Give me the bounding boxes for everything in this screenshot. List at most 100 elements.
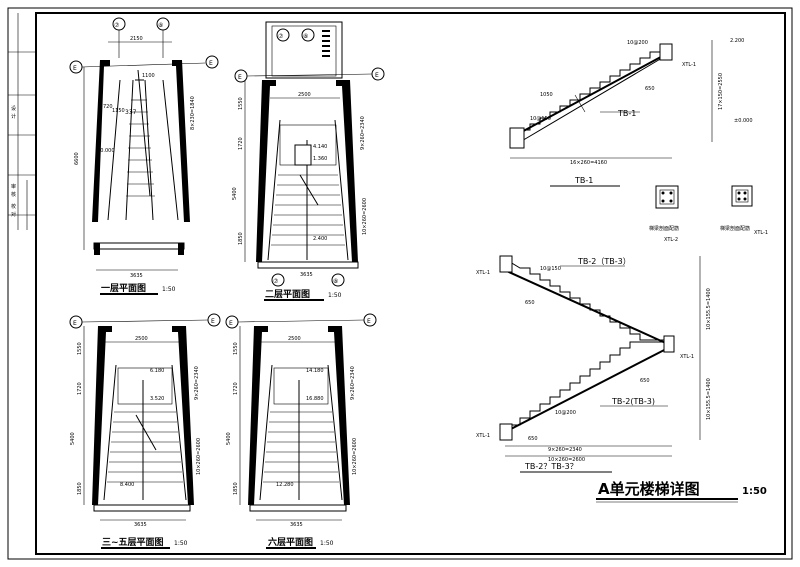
dim-d2: 1720 xyxy=(77,382,83,395)
title-block-row: 核 xyxy=(11,191,16,198)
dim-side: 17×150=2550 xyxy=(718,73,724,110)
dim-left-height: 6600 xyxy=(74,152,80,165)
title-block-row: 校 xyxy=(11,203,16,210)
rebar-label: 10@150 xyxy=(540,266,561,272)
outer-frame xyxy=(7,7,793,560)
sheet-title-scale: 1:50 xyxy=(742,486,767,497)
level-mark: 14.180 xyxy=(306,368,324,374)
level-mark: 16.880 xyxy=(306,396,324,402)
plan-caption: 一层平面图 xyxy=(101,283,146,294)
level-mark: 3.520 xyxy=(150,396,164,402)
dim-d2: 1720 xyxy=(238,137,244,150)
bottom-beam xyxy=(93,242,185,250)
section-note: 梯梁剖面配筋 xyxy=(649,225,679,232)
dim-w1: 1050 xyxy=(540,92,553,98)
axis-label-8: ⑧ xyxy=(333,278,338,285)
stair-dim: 337 xyxy=(125,109,137,116)
dim-d1: 1150 xyxy=(112,108,125,114)
dim-top: 2500 xyxy=(298,92,311,98)
plan-caption: 六层平面图 xyxy=(268,536,313,548)
section-label: XTL-2 xyxy=(664,237,678,243)
axis-label-8: ⑧ xyxy=(303,33,308,40)
rebar-label: 10@200 xyxy=(555,410,576,416)
tb2-label: TB-2（TB-3） xyxy=(577,257,631,266)
dim-bottom: 3635 xyxy=(134,522,147,528)
dim-right-note: 8×230=1840 xyxy=(190,96,196,130)
dim-right-note: 10×260=2600 xyxy=(352,438,358,475)
plan-scale: 1:50 xyxy=(320,540,334,547)
dim-w1: 650 xyxy=(525,300,535,306)
axis-label-E: E xyxy=(367,318,371,325)
inner-frame xyxy=(35,12,786,555)
stair-treads xyxy=(271,174,345,246)
dim-d1: 1550 xyxy=(238,97,244,110)
dim-bottom: 3635 xyxy=(290,522,303,528)
plan-scale: 1:50 xyxy=(162,286,176,293)
dim-d1: 1550 xyxy=(233,342,239,355)
dim-left-height: 5400 xyxy=(226,432,232,445)
plan-first-floor: ⑦ ⑧ E E 2150 337 ±0.000 1100 1150 xyxy=(69,17,219,295)
axis-label-E: E xyxy=(238,74,242,81)
dim-d3: 1850 xyxy=(233,482,239,495)
beam-sections: 梯梁剖面配筋 XTL-2 梯梁剖面配筋 XTL-1 xyxy=(649,185,768,243)
dim-d3: 1850 xyxy=(238,232,244,245)
level-mark: ±0.000 xyxy=(734,118,753,124)
section-label: XTL-1 xyxy=(754,230,768,236)
title-block-row: 设 xyxy=(11,105,16,112)
dim-bottom: 3635 xyxy=(130,273,143,279)
dim-left-height: 5400 xyxy=(70,432,76,445)
rebar-label: 10@200 xyxy=(627,40,648,46)
dim-d3: 1850 xyxy=(77,482,83,495)
title-block-row: 计 xyxy=(11,113,16,120)
level-mark: 12.280 xyxy=(276,482,294,488)
section-tb2: TB-2（TB-3） TB-2(TB-3) XTL-1 XTL-1 XTL-1 … xyxy=(476,255,712,473)
stair-hatch xyxy=(322,30,330,57)
stair-profile-lower xyxy=(508,341,670,426)
dim-side: 10×155.5=1400 xyxy=(706,378,712,420)
dim-w2: 650 xyxy=(645,86,655,92)
axis-label-E: E xyxy=(229,320,233,327)
dim-d2: 1720 xyxy=(233,382,239,395)
axis-label-7: ⑦ xyxy=(114,22,120,29)
plan-scale: 1:50 xyxy=(328,292,342,299)
level-mark: 8.400 xyxy=(120,482,134,488)
rebar-label: 10@150 xyxy=(530,116,551,122)
plan-third-fifth-floor: E E 2500 6.180 8.400 3.520 1550 1720 540… xyxy=(69,313,221,549)
dim-bottom: 3635 xyxy=(300,272,313,278)
tb1-caption: TB-1 xyxy=(574,176,593,185)
title-block-row: 对 xyxy=(11,211,16,218)
title-block-row: 审 xyxy=(11,183,16,190)
stair-profile-upper xyxy=(500,261,668,341)
axis-label-7: ⑦ xyxy=(273,278,279,285)
tb2-caption: TB-2？TB-3？ xyxy=(524,462,578,471)
dim-d1: 1550 xyxy=(77,342,83,355)
beam-label: XTL-1 xyxy=(682,62,696,68)
axis-label-7: ⑦ xyxy=(278,33,284,40)
stair-treads xyxy=(107,411,183,483)
section-tb1: TB-1 XTL-1 10@200 10@150 1050 650 16×260… xyxy=(509,38,753,187)
dim-top: 2500 xyxy=(135,336,148,342)
level-mark: 4.140 xyxy=(313,144,327,150)
dim-w2: 650 xyxy=(640,378,650,384)
dim-bottom: 9×260=2340 xyxy=(548,447,582,453)
dim-right-note: 9×260=2340 xyxy=(360,116,366,150)
axis-label-E: E xyxy=(375,72,379,79)
dim-bottom: 16×260=4160 xyxy=(570,160,607,166)
dim-bottom: 10×260=2600 xyxy=(548,457,585,463)
sheet-title-text: A单元楼梯详图 xyxy=(598,480,700,498)
dim-right-note: 9×260=2340 xyxy=(194,366,200,400)
axis-label-E: E xyxy=(211,318,215,325)
dim-top: 2500 xyxy=(288,336,301,342)
beam-label: XTL-1 xyxy=(680,354,694,360)
dim-top: 2150 xyxy=(130,36,143,42)
plan-sixth-floor: E E 2500 14.180 12.280 16.880 1550 1720 … xyxy=(225,313,377,549)
dim-landing: 1100 xyxy=(142,73,155,79)
level-mark: 1.360 xyxy=(313,156,327,162)
plan-caption: 二层平面图 xyxy=(265,289,310,300)
dim-side: 10×155.5=1400 xyxy=(706,288,712,330)
sheet-title: A单元楼梯详图 1:50 xyxy=(596,480,767,503)
beam-label: XTL-1 xyxy=(476,433,490,439)
axis-label-E: E xyxy=(209,60,213,67)
axis-label-E: E xyxy=(73,65,77,72)
